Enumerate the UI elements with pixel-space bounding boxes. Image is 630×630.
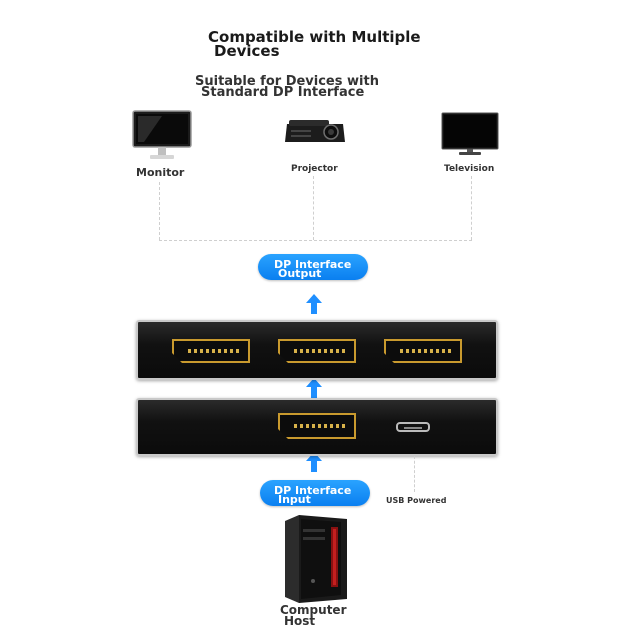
splitter-input-panel <box>136 398 498 456</box>
projector-icon <box>285 120 345 142</box>
computer-host-line-2: Host <box>284 614 316 628</box>
arrow-up-icon <box>306 378 322 398</box>
dp-input-port <box>278 413 356 439</box>
monitor-icon <box>132 110 192 159</box>
dp-output-port-2 <box>278 339 356 363</box>
monitor-connector <box>159 182 160 240</box>
computer-tower-icon <box>285 515 347 603</box>
title-line-1: Compatible with Multiple <box>208 28 421 46</box>
page-title: Compatible with Multiple Devices <box>208 28 468 60</box>
usb-connector <box>414 456 415 492</box>
output-pill-line-1: DP Interface <box>274 258 352 271</box>
output-pill: DP Interface Output <box>258 254 368 280</box>
projector-connector <box>313 176 314 240</box>
computer-host-line-1: Computer <box>280 603 347 617</box>
subtitle-line-2: Standard DP Interface <box>201 85 365 100</box>
micro-usb-port <box>396 422 430 432</box>
television-label: Television <box>444 164 495 174</box>
projector-label: Projector <box>291 164 338 174</box>
input-pill-line-1: DP Interface <box>274 484 352 497</box>
output-pill-line-2: Output <box>278 267 322 280</box>
computer-host <box>285 515 347 603</box>
device-bus-line <box>159 240 472 241</box>
dp-output-port-1 <box>172 339 250 363</box>
arrow-up-icon <box>306 294 322 314</box>
television-connector <box>471 176 472 240</box>
input-pill-line-2: Input <box>278 493 311 506</box>
input-pill: DP Interface Input <box>260 480 370 506</box>
computer-host-label: Computer Host <box>280 603 347 628</box>
monitor-label: Monitor <box>136 166 185 179</box>
monitor-device <box>132 110 192 162</box>
subtitle-line-1: Suitable for Devices with <box>195 74 379 89</box>
usb-powered-label: USB Powered <box>386 496 447 505</box>
page-subtitle: Suitable for Devices with Standard DP In… <box>195 74 455 100</box>
title-line-2: Devices <box>214 42 280 60</box>
television-icon <box>441 112 499 155</box>
dp-output-port-3 <box>384 339 462 363</box>
splitter-output-panel <box>136 320 498 380</box>
television-device <box>441 112 499 156</box>
projector-device <box>283 116 347 146</box>
arrow-up-icon <box>306 452 322 472</box>
